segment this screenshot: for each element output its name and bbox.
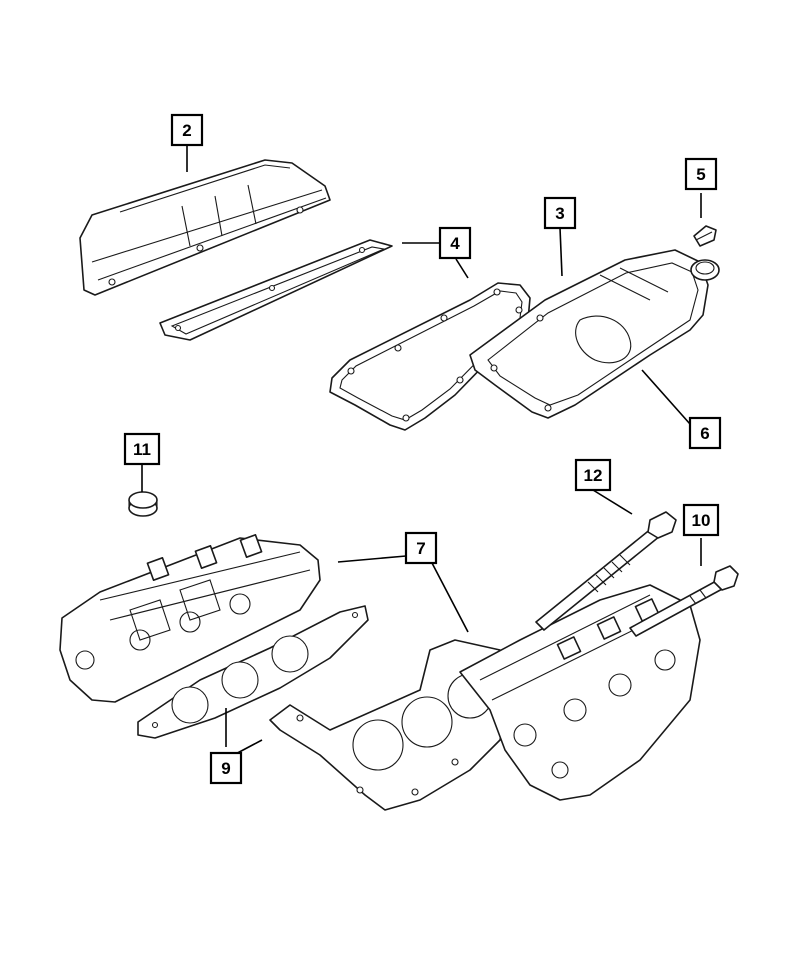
callout-6-label: 6 [700, 424, 709, 443]
callout-2-label: 2 [182, 121, 191, 140]
callout-5: 5 [684, 157, 718, 191]
valve-cover-right [469, 249, 709, 419]
callout-11: 11 [123, 432, 161, 466]
pcv-fitting [693, 225, 717, 247]
expansion-plug [128, 491, 158, 517]
callout-10: 10 [682, 503, 720, 537]
head-gasket-left [137, 605, 369, 739]
callout-4: 4 [438, 226, 472, 260]
valve-cover-gasket-left [159, 239, 393, 341]
callout-3-label: 3 [555, 204, 564, 223]
callout-7: 7 [404, 531, 438, 565]
callout-12-label: 12 [584, 466, 603, 485]
callout-9: 9 [209, 751, 243, 785]
callout-7-label: 7 [416, 539, 425, 558]
cylinder-head-left [59, 534, 321, 703]
callout-5-label: 5 [696, 165, 705, 184]
callout-4-label: 4 [450, 234, 460, 253]
head-bolt [629, 565, 739, 637]
callout-10-label: 10 [692, 511, 711, 530]
head-bolt-long [535, 511, 677, 631]
head-gasket-right [269, 639, 511, 811]
callout-9-label: 9 [221, 759, 230, 778]
oil-filler-neck [690, 259, 720, 281]
callout-2: 2 [170, 113, 204, 147]
callout-11-label: 11 [133, 440, 151, 459]
callout-12: 12 [574, 458, 612, 492]
leader-lines [141, 145, 702, 759]
callout-3: 3 [543, 196, 577, 230]
cylinder-head-right [459, 584, 701, 801]
valve-cover-left [79, 159, 331, 296]
callout-6: 6 [688, 416, 722, 450]
